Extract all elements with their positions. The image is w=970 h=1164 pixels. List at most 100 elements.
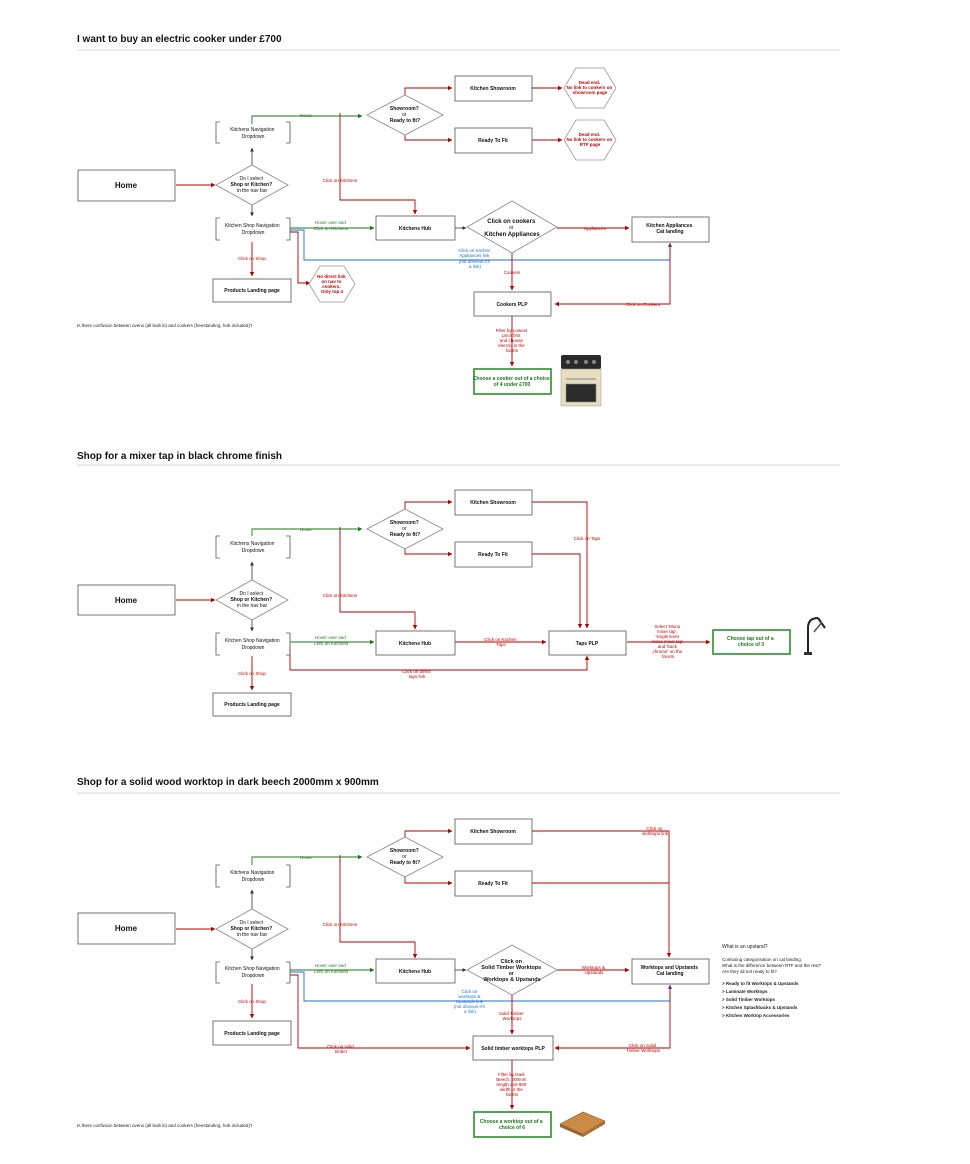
hover-label: Hover — [300, 855, 313, 860]
dead-end-rtf-label: Dead end. No link to cookers on RTF page — [566, 132, 613, 147]
appliances-link-label: Click on Kitchen Appliances link (not ob… — [458, 248, 492, 269]
result-node — [473, 1111, 552, 1138]
ready-to-fit-label: Ready To Fit — [478, 138, 508, 144]
footnote: Is there confusion between ovens (all bu… — [77, 1123, 253, 1128]
kitchens-nav-label: Kitchens Navigation Dropdown — [230, 127, 276, 140]
kitchens-hub-label: Kitchens Hub — [399, 226, 431, 232]
ready-to-fit-node — [454, 870, 533, 897]
kitchens-hub-label: Kitchens Hub — [399, 969, 431, 975]
shop-nav-node — [215, 217, 291, 241]
decision-label: Do I select Shop or Kitchen? in the nav … — [230, 591, 273, 609]
showroom-decision-label: Showroom? or Ready to fit? — [390, 848, 420, 866]
result-label: Choose a worktop out of a choice of 6 — [480, 1119, 544, 1131]
mixer-tap-icon — [804, 617, 826, 655]
click-worktops-link-label: Click on worktops link — [642, 826, 669, 836]
no-direct-link-node — [308, 265, 356, 303]
kitchens-nav-label: Kitchens Navigation Dropdown — [230, 541, 276, 554]
showroom-decision — [366, 508, 444, 550]
shop-nav-node — [215, 961, 291, 984]
products-landing-node — [212, 692, 292, 717]
kitchen-showroom-node — [454, 818, 533, 845]
products-landing-node — [212, 1020, 292, 1046]
result-node — [473, 368, 552, 395]
home-label: Home — [115, 924, 138, 933]
shop-or-kitchen-decision — [215, 908, 289, 950]
hover-label: Hover — [300, 527, 313, 532]
products-landing-node — [212, 278, 292, 303]
kitchen-showroom-node — [454, 489, 533, 516]
click-taps-label: Click on Taps — [574, 536, 601, 541]
showroom-decision — [366, 836, 444, 878]
decision-label: Do I select Shop or Kitchen? in the nav … — [230, 920, 273, 938]
taps-plp-label: Taps PLP — [576, 641, 599, 647]
appliances-cat-node — [631, 216, 710, 243]
click-kitchen-taps-label: Click on Kitchen Taps — [484, 637, 518, 647]
click-shop-label: Click on Shop — [238, 671, 266, 676]
hover-over-label: Hover over and Click on Kitchens — [314, 963, 349, 974]
ready-to-fit-label: Ready To Fit — [478, 881, 508, 887]
section-title: Shop for a solid wood worktop in dark be… — [77, 777, 379, 788]
cookers-plp-node — [473, 291, 552, 317]
note-text: Confusing categorisation on cat landing.… — [722, 957, 822, 974]
solid-timber-plp-node — [472, 1035, 554, 1061]
kitchens-hub-node — [375, 630, 456, 656]
cooker-icon — [560, 355, 602, 407]
click-kitchens-label: Click on Kitchens — [323, 178, 358, 183]
cookers-plp-label: Cookers PLP — [496, 302, 528, 308]
ready-to-fit-node — [454, 541, 533, 568]
connectors — [176, 499, 711, 691]
section-title: I want to buy an electric cooker under £… — [77, 34, 282, 45]
solid-timber-plp-label: Solid timber worktops PLP — [481, 1046, 545, 1052]
worktops-edge-label: Worktops & Upstands — [582, 965, 606, 975]
cookers-edge-label: Cookers — [504, 270, 522, 275]
decision-label: Do I select Shop or Kitchen? in the nav … — [230, 176, 273, 194]
upstand-note: What is an upstand? Confusing categorisa… — [722, 944, 822, 1018]
cookers-or-appliances-label: Click on cookers or Kitchen Appliances — [484, 219, 540, 238]
appliances-cat-label: Kitchen Appliances Cat landing — [646, 223, 694, 235]
home-label: Home — [115, 181, 138, 190]
no-direct-link-label: No direct link on nav to cookers. Only t… — [317, 274, 347, 294]
worktops-upstands-link-label: Click on worktops & Upstands link (not o… — [454, 989, 486, 1014]
shop-nav-node — [215, 632, 291, 656]
kitchens-nav-label: Kitchens Navigation Dropdown — [230, 870, 276, 883]
click-shop-label: Click on Shop — [238, 256, 266, 261]
click-solid-timber-worktops-label: Click on Solid Timber Worktops — [626, 1043, 661, 1053]
appliances-edge-label: Appliances — [584, 226, 607, 231]
note-list: > Ready to fit Worktops & Upstands > Lam… — [722, 981, 800, 1018]
showroom-decision — [366, 94, 444, 136]
click-direct-taps-label: Click on direct taps link — [402, 669, 432, 679]
click-shop-label: Click on Shop — [238, 999, 266, 1004]
kitchen-showroom-label: Kitchen Showroom — [470, 86, 516, 92]
kitchens-hub-node — [375, 215, 456, 241]
products-landing-label: Products Landing page — [224, 1031, 280, 1037]
worktops-cat-label: Worktops and Upstands Cat landing — [641, 965, 700, 977]
kitchens-hub-node — [375, 958, 456, 984]
connectors — [176, 828, 673, 1110]
home-node — [77, 912, 176, 945]
kitchen-showroom-label: Kitchen Showroom — [470, 829, 516, 835]
section-cooker: I want to buy an electric cooker under £… — [77, 34, 840, 407]
timber-or-worktops-decision — [466, 944, 558, 996]
result-label: Choose a cooker out of a choice of 4 und… — [473, 376, 551, 388]
shop-or-kitchen-decision — [215, 579, 289, 621]
select-facets-label: Select 'Mono mixer tap', 'single lever m… — [651, 624, 684, 659]
ready-to-fit-node — [454, 127, 533, 154]
kitchens-nav-node — [215, 121, 291, 144]
dead-end-showroom-label: Dead end. No link to cookers on showroom… — [566, 80, 613, 95]
taps-plp-node — [548, 630, 627, 656]
kitchens-nav-node — [215, 864, 291, 888]
filter-label: Filter by Lowest price first and choose … — [496, 328, 529, 353]
ready-to-fit-label: Ready To Fit — [478, 552, 508, 558]
worktop-icon — [559, 1111, 606, 1137]
hover-label: Hover — [300, 113, 313, 118]
kitchen-showroom-label: Kitchen Showroom — [470, 500, 516, 506]
shop-nav-label: Kitchen Shop Navigation Dropdown — [225, 638, 281, 651]
products-landing-label: Products Landing page — [224, 288, 280, 294]
solid-timber-edge-label: Solid Timber Worktops — [499, 1011, 525, 1021]
kitchens-nav-node — [215, 535, 291, 559]
home-node — [77, 584, 176, 616]
filter-label: Filter by Dark Beech, 200mm length and 9… — [496, 1072, 528, 1097]
section-worktop: Shop for a solid wood worktop in dark be… — [77, 777, 840, 1138]
cookers-or-appliances-decision — [466, 200, 558, 254]
note-title: What is an upstand? — [722, 944, 768, 950]
